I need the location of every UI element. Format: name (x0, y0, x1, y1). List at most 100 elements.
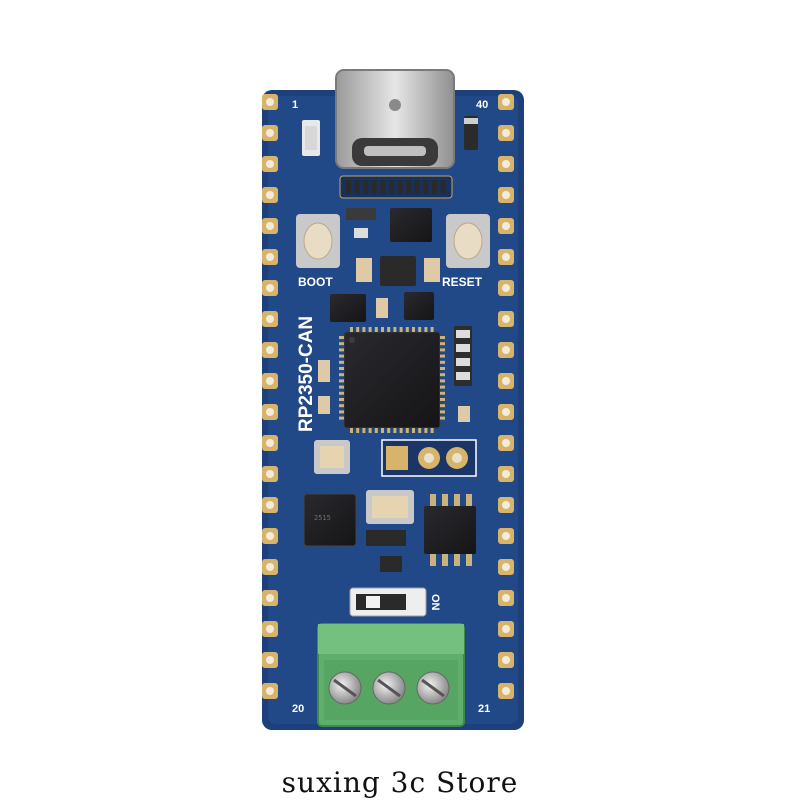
usb-pin (371, 180, 377, 194)
mcu-pin (430, 428, 434, 433)
screw-terminal (317, 623, 465, 727)
usb-pin (440, 180, 446, 194)
mcu-pin (440, 336, 445, 339)
mcu-pin (440, 354, 445, 358)
mcu-pin (339, 360, 344, 364)
usb-pin (363, 180, 369, 194)
mcu-pin (440, 416, 445, 420)
mcu-pin (339, 354, 344, 358)
pad-hole (502, 98, 510, 106)
pad-hole (502, 346, 510, 354)
reset-button (446, 214, 490, 268)
pad-hole (502, 129, 510, 137)
pad-hole (266, 129, 274, 137)
boot-label: BOOT (298, 275, 333, 289)
mcu-pin (362, 428, 366, 433)
ic-chip (390, 208, 432, 242)
pad-hole (502, 315, 510, 323)
usb-pin (423, 180, 429, 194)
store-caption: suxing 3c Store (281, 766, 519, 799)
usb-pin (406, 180, 412, 194)
pin-40-label: 40 (476, 99, 488, 111)
main-mcu-chip (343, 331, 441, 429)
mcu-pin (440, 360, 445, 364)
mcu-pin (440, 410, 445, 414)
pad-hole (502, 160, 510, 168)
pad-hole (266, 160, 274, 168)
svg-text:2515: 2515 (314, 514, 331, 522)
mcu-pin (440, 385, 445, 389)
mcu-pin (339, 373, 344, 377)
mcu-pin (381, 327, 384, 332)
switch-on-label: ON (429, 594, 441, 611)
pad-hole (266, 98, 274, 106)
mcu-pin (440, 391, 445, 395)
pad-hole (502, 687, 510, 695)
usb-pin (397, 180, 403, 194)
pad-hole (266, 191, 274, 199)
pad-hole (266, 594, 274, 602)
mcu-pin (399, 327, 403, 332)
mcu-pin (339, 379, 344, 383)
pad-hole (502, 656, 510, 664)
mcu-pin (350, 327, 353, 332)
boot-button (296, 214, 340, 268)
pad-hole (266, 315, 274, 323)
pad-hole (502, 594, 510, 602)
usb-pin (354, 180, 360, 194)
mcu-pin (339, 398, 344, 401)
pin-21-label: 21 (478, 703, 490, 715)
mcu-pin (381, 428, 384, 433)
usb-c-connector (335, 69, 455, 169)
mcu-pin (339, 348, 344, 352)
pad-hole (502, 377, 510, 385)
mcu-pin (339, 367, 344, 370)
mcu-pin (339, 336, 344, 339)
reset-label: RESET (442, 275, 483, 289)
mcu-pin (418, 428, 422, 433)
mcu-pin (374, 327, 378, 332)
mcu-pin (424, 428, 428, 433)
mcu-pin (440, 367, 445, 370)
pad-hole (266, 284, 274, 292)
mcu-pin (393, 428, 397, 433)
pad-hole (266, 470, 274, 478)
board-name-label: RP2350-CAN (296, 316, 317, 432)
can-controller-chip (303, 493, 357, 547)
mcu-pin (440, 398, 445, 401)
mcu-pin (412, 327, 415, 332)
mcu-pin (339, 416, 344, 420)
pad-hole (266, 346, 274, 354)
pad-hole (502, 625, 510, 633)
pad-hole (266, 439, 274, 447)
dip-switch (349, 587, 427, 617)
mcu-pin (440, 342, 445, 346)
pad-hole (502, 284, 510, 292)
pad-hole (266, 563, 274, 571)
pad-hole (266, 656, 274, 664)
mcu-pin (399, 428, 403, 433)
mcu-pin (440, 379, 445, 383)
mcu-pin (362, 327, 366, 332)
usb-pin (380, 180, 386, 194)
usb-pin (346, 180, 351, 194)
pad-hole (502, 439, 510, 447)
pad-hole (502, 563, 510, 571)
mcu-pin (440, 404, 445, 408)
mcu-pin (440, 348, 445, 352)
mcu-pin (339, 391, 344, 395)
pad-hole (502, 222, 510, 230)
mcu-pin (339, 385, 344, 389)
mcu-pin (356, 428, 360, 433)
mcu-pin (339, 404, 344, 408)
pin-20-label: 20 (292, 703, 304, 715)
pin-1-label: 1 (292, 99, 298, 111)
usb-pin (389, 180, 394, 194)
pad-hole (266, 532, 274, 540)
pad-hole (502, 191, 510, 199)
pad-hole (266, 501, 274, 509)
pad-hole (266, 253, 274, 261)
mcu-pin (440, 373, 445, 377)
